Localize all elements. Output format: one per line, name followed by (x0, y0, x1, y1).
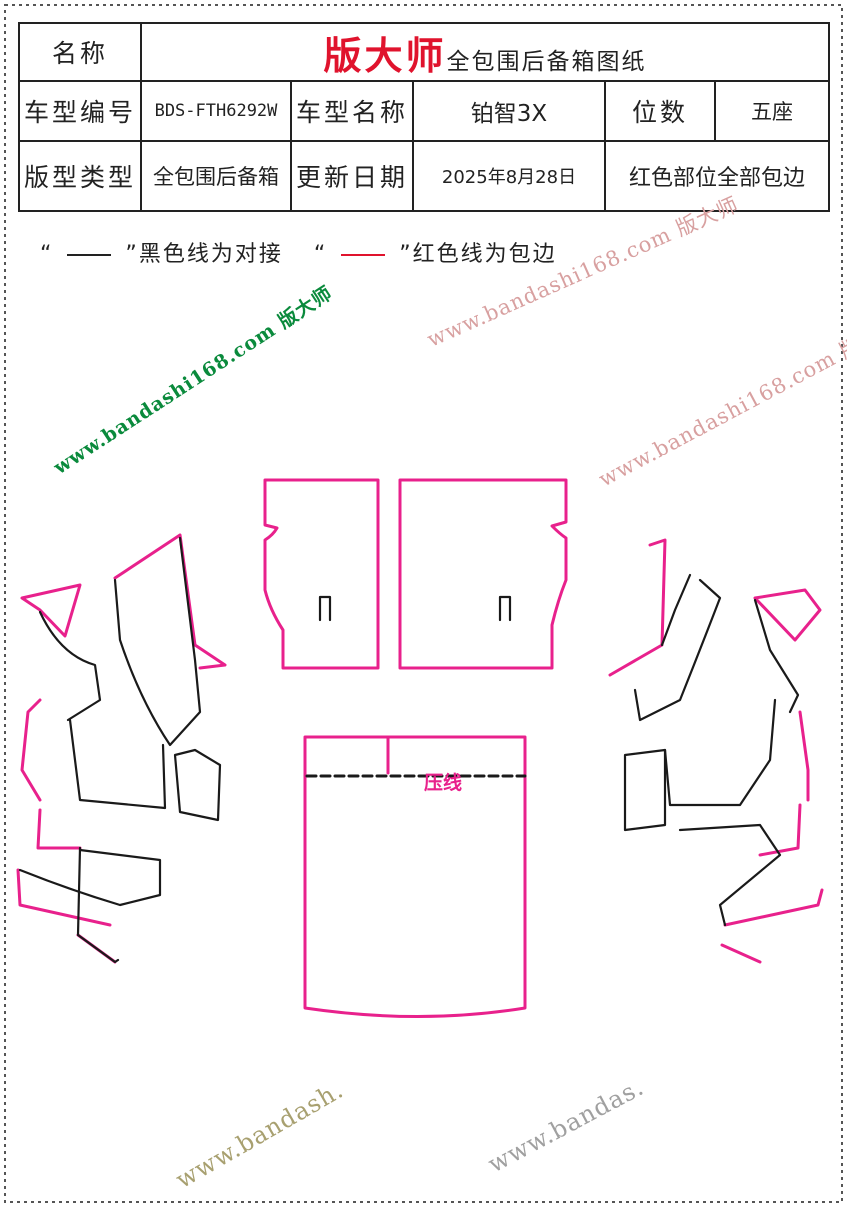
seam-left-e (18, 848, 162, 907)
side-piece-left-5 (16, 868, 112, 927)
seam-right-b (660, 573, 692, 647)
quote-close: ” (125, 242, 139, 267)
black-line-text: 黑色线为对接 (138, 242, 283, 267)
seam-right-a (633, 578, 722, 722)
info-table: 名称 版大师全包围后备箱图纸 车型编号 BDS-FTH6292W 车型名称 铂智… (18, 22, 831, 212)
model-name-label: 车型名称 (290, 80, 414, 142)
side-piece-right-3 (798, 710, 810, 802)
seam-right-d (623, 748, 667, 832)
side-piece-left-1 (20, 583, 82, 638)
side-piece-left-4 (36, 808, 82, 850)
style-label: 版型类型 (18, 140, 142, 212)
seam-left-f (76, 846, 120, 964)
doc-title-text: 全包围后备箱图纸 (446, 48, 647, 75)
seatback-panel-left (263, 478, 380, 670)
side-piece-right-2 (608, 538, 667, 677)
model-code-value: BDS-FTH6292W (140, 80, 292, 142)
seam-left-b (113, 536, 202, 747)
seam-left-a (38, 610, 102, 722)
side-piece-right-6 (720, 943, 762, 964)
seats-value: 五座 (713, 80, 831, 142)
quote-close: ” (399, 242, 413, 267)
update-date-value: 2025年8月28日 (412, 140, 606, 212)
doc-title: 版大师全包围后备箱图纸 (139, 22, 831, 82)
seam-right-c (663, 698, 777, 807)
slot-right (498, 595, 512, 622)
seam-left-d (173, 748, 222, 822)
seam-right-e (678, 823, 782, 927)
seats-label: 位数 (604, 80, 716, 142)
side-piece-right-5 (723, 888, 824, 927)
floor-panel (303, 735, 527, 1018)
brand-name: 版大师 (323, 33, 447, 78)
model-code-label: 车型编号 (18, 80, 142, 142)
style-value: 全包围后备箱 (140, 140, 292, 212)
name-label: 名称 (18, 22, 142, 82)
black-line-sample (67, 254, 112, 256)
crease-label: 压线 (424, 772, 463, 794)
seatback-panel-right (398, 478, 568, 670)
quote-open: “ (40, 242, 54, 267)
seam-right-f (753, 598, 800, 714)
side-piece-right-1 (753, 588, 822, 642)
side-piece-right-4 (758, 803, 802, 857)
red-line-sample (341, 254, 386, 256)
quote-open: “ (313, 242, 328, 267)
edge-note: 红色部位全部包边 (603, 140, 831, 212)
slot-left (318, 595, 332, 622)
seam-left-c (68, 718, 167, 810)
red-line-text: 红色线为包边 (412, 242, 557, 267)
side-piece-left-2 (113, 533, 227, 670)
line-legend: “”黑色线为对接 “”红色线为包边 (40, 236, 557, 268)
update-label: 更新日期 (290, 140, 414, 212)
side-piece-left-3 (20, 698, 42, 802)
model-name-value: 铂智3X (412, 80, 606, 142)
